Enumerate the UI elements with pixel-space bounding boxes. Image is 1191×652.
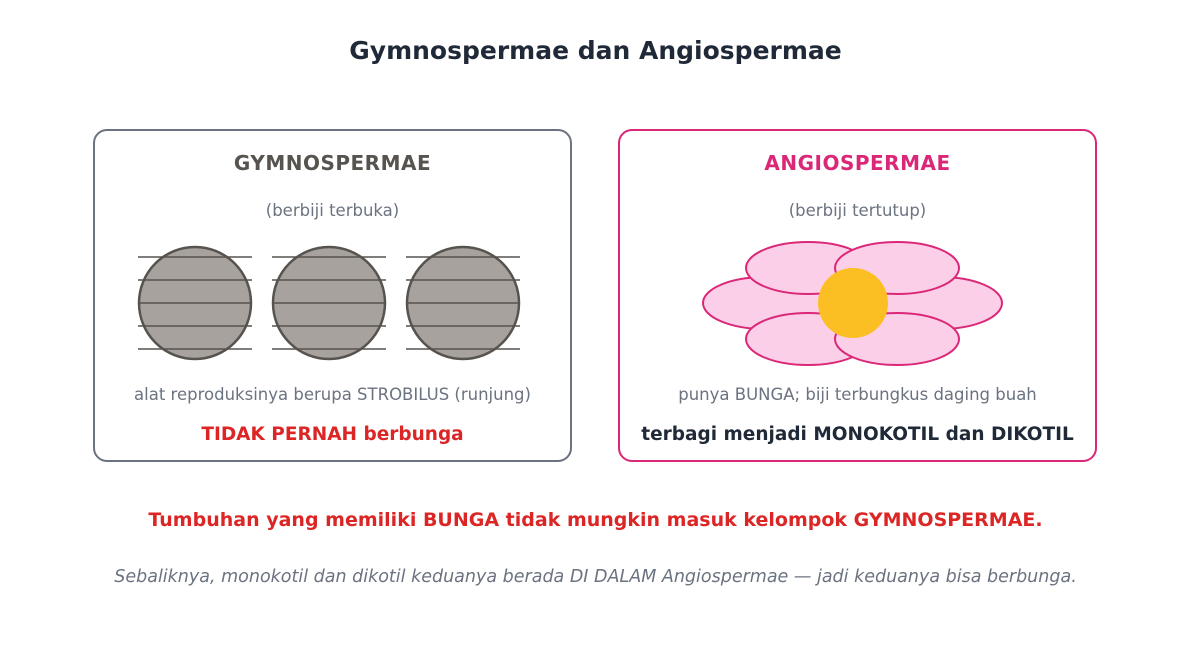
angiospermae-card: ANGIOSPERMAE (berbiji tertutup) punya BU… xyxy=(618,129,1097,462)
flower-center xyxy=(818,268,888,338)
strobilus-illustration xyxy=(137,245,521,361)
angiospermae-description: punya BUNGA; biji terbungkus daging buah xyxy=(678,385,1037,404)
gymnospermae-subtitle: (berbiji terbuka) xyxy=(265,201,400,220)
gymnospermae-description: alat reproduksinya berupa STROBILUS (run… xyxy=(134,385,531,404)
angiospermae-heading: ANGIOSPERMAE xyxy=(764,151,951,175)
gymnospermae-heading: GYMNOSPERMAE xyxy=(233,151,432,175)
flower-icon xyxy=(702,241,1003,366)
conclusion-text: Tumbuhan yang memiliki BUNGA tidak mungk… xyxy=(148,509,1043,531)
strobilus-cone-icon xyxy=(137,245,253,361)
footnote-text: Sebaliknya, monokotil dan dikotil keduan… xyxy=(114,567,1077,587)
strobilus-cone-icon xyxy=(271,245,387,361)
angiospermae-subtitle: (berbiji tertutup) xyxy=(788,201,927,220)
gymnospermae-card: GYMNOSPERMAE (berbiji terbuka) xyxy=(93,129,572,462)
angiospermae-emphasis: terbagi menjadi MONOKOTIL dan DIKOTIL xyxy=(641,424,1074,445)
strobilus-cone-icon xyxy=(405,245,521,361)
gymnospermae-emphasis: TIDAK PERNAH berbunga xyxy=(201,424,464,445)
diagram-title: Gymnospermae dan Angiospermae xyxy=(349,36,842,65)
